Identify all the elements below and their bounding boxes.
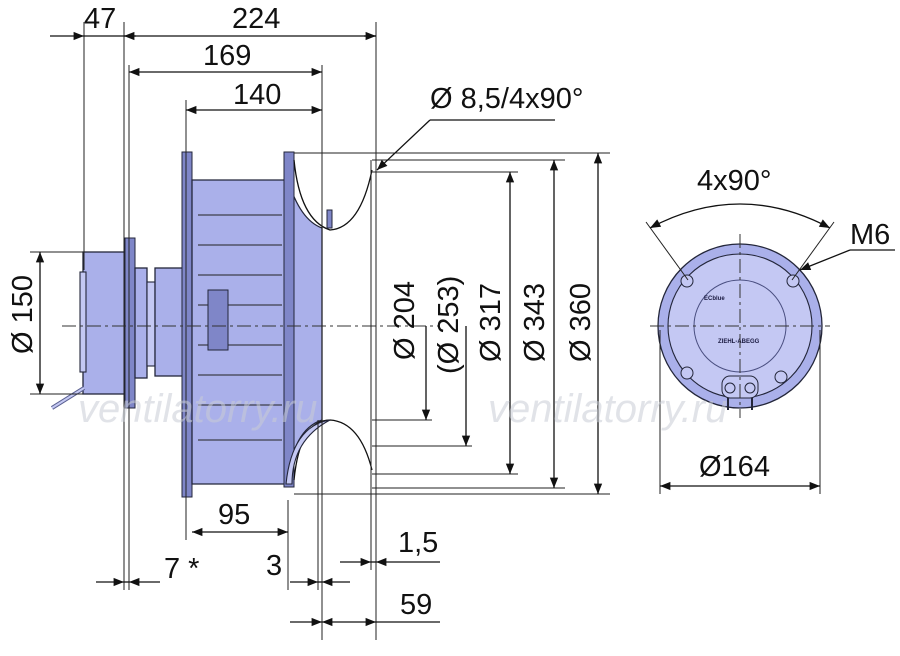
dim-hole-label: Ø 8,5/4x90° bbox=[430, 83, 583, 115]
dim-360: Ø 360 bbox=[565, 152, 603, 494]
dim-angle-label: 4x90° bbox=[697, 165, 771, 197]
fan-side-view bbox=[50, 151, 373, 498]
dim-1-5: 1,5 bbox=[340, 527, 440, 567]
watermark-left: ventilatorry.ru bbox=[78, 387, 317, 431]
dim-150: Ø 150 bbox=[7, 251, 45, 394]
dim-95: 95 bbox=[191, 499, 288, 537]
dim-47: 47 bbox=[50, 3, 376, 41]
impeller-blades bbox=[198, 214, 282, 441]
dim-224-label: 224 bbox=[232, 3, 280, 35]
dim-3-label: 3 bbox=[266, 550, 282, 582]
dim-thread-label: M6 bbox=[850, 219, 890, 251]
motor-neck bbox=[146, 281, 156, 367]
dim-164: Ø164 bbox=[659, 330, 821, 494]
motor-hub bbox=[154, 267, 184, 377]
dim-hole: Ø 8,5/4x90° bbox=[376, 83, 583, 171]
reference-lines bbox=[83, 22, 377, 640]
front-ring bbox=[283, 151, 295, 488]
motor-ring bbox=[134, 267, 148, 379]
watermark-right: ventilatorry.ru bbox=[488, 387, 727, 431]
dim-343: Ø 343 bbox=[519, 159, 559, 488]
connector-pin bbox=[724, 382, 736, 394]
motor-cap bbox=[79, 271, 87, 373]
dim-317-label: Ø 317 bbox=[475, 283, 507, 362]
dim-3: 3 bbox=[266, 550, 350, 587]
dim-7-label: 7 * bbox=[164, 553, 199, 585]
dim-224: 224 bbox=[123, 3, 376, 41]
dim-317: Ø 317 bbox=[475, 171, 515, 474]
inlet-lip bbox=[285, 419, 331, 485]
connector-pin bbox=[744, 382, 756, 394]
dim-47-label: 47 bbox=[84, 3, 116, 35]
mounting-holes bbox=[680, 274, 800, 384]
dim-140: 140 bbox=[185, 79, 322, 115]
back-plate bbox=[181, 151, 193, 498]
motor-flange bbox=[124, 237, 136, 409]
brand-label: ZIEHL-ABEGG bbox=[718, 339, 760, 345]
dim-343-label: Ø 343 bbox=[519, 283, 551, 362]
dim-angle: 4x90° bbox=[645, 165, 835, 281]
dim-169: 169 bbox=[128, 40, 322, 77]
dim-150-label: Ø 150 bbox=[7, 275, 39, 354]
dim-164-label: Ø164 bbox=[699, 451, 770, 483]
nozzle-bolt bbox=[326, 209, 333, 229]
dim-59-label: 59 bbox=[400, 589, 432, 621]
ecblue-label: ECblue bbox=[704, 296, 725, 302]
inlet-upper bbox=[293, 159, 373, 231]
dim-253-label: (Ø 253) bbox=[433, 276, 465, 374]
dim-204: Ø 204 bbox=[389, 281, 431, 420]
dim-1-5-label: 1,5 bbox=[398, 527, 438, 559]
dim-thread: M6 bbox=[799, 219, 895, 271]
dim-59: 59 bbox=[290, 589, 440, 627]
motor-housing bbox=[82, 251, 126, 395]
dim-204-label: Ø 204 bbox=[389, 281, 421, 360]
cable-core bbox=[51, 387, 85, 409]
dim-169-label: 169 bbox=[203, 40, 251, 72]
dim-253: (Ø 253) bbox=[433, 276, 471, 446]
dim-140-label: 140 bbox=[233, 79, 281, 111]
dim-360-label: Ø 360 bbox=[565, 283, 597, 362]
dim-7: 7 * bbox=[96, 553, 199, 587]
extension-lines bbox=[30, 152, 610, 495]
dim-95-label: 95 bbox=[218, 499, 250, 531]
